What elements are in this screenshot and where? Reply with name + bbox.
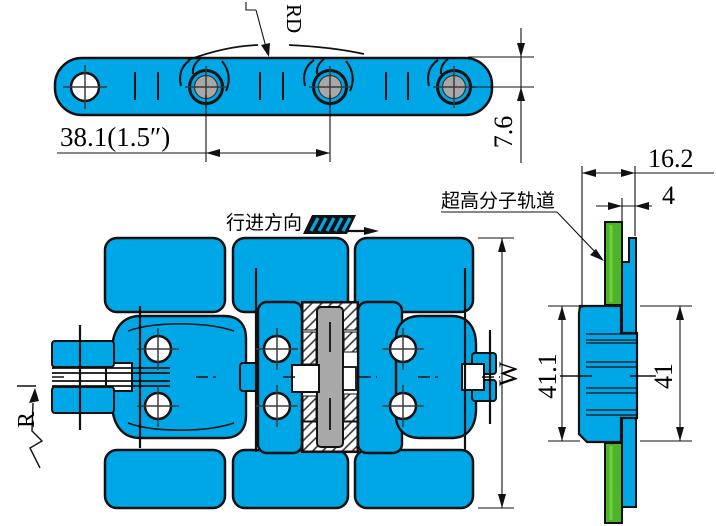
hinge-links (51, 268, 497, 455)
plan-view: W 行进方向 R (14, 212, 523, 510)
chain-width-label: W (494, 361, 523, 386)
corner-radius-label: R (14, 412, 40, 428)
profile-ridges (586, 333, 636, 416)
uhmw-rail (604, 221, 623, 524)
pin-retainer-clip (291, 364, 320, 393)
dim-chain-width: W (478, 237, 523, 509)
top-plates (103, 236, 475, 314)
dim-crown-radius: RD (245, 2, 306, 57)
plate-thickness-label: 4 (662, 181, 675, 210)
plan-holes (137, 328, 424, 427)
dim-corner-radius: R (14, 385, 44, 469)
bottom-plates (103, 448, 475, 510)
dim-hinge-height-right: 41 (640, 305, 692, 442)
travel-direction: 行进方向 (226, 212, 379, 235)
dim-rail-overall: 16.2 (581, 144, 714, 308)
travel-direction-label: 行进方向 (226, 212, 302, 234)
hinge-height-right-label: 41 (649, 363, 678, 389)
hinge-height-left-label: 41.1 (533, 353, 562, 399)
rail-overall-label: 16.2 (648, 144, 694, 173)
end-view: 超高分子轨道 16.2 (441, 144, 714, 524)
plate-height-label: 7.6 (489, 116, 518, 149)
hinge-pin-holes (63, 65, 475, 109)
plate-tick-marks (134, 72, 409, 100)
rail-note-label: 超高分子轨道 (441, 190, 555, 212)
crown-arc-right (288, 44, 365, 55)
pitch-label: 38.1(1.5″) (60, 122, 170, 152)
rail-note: 超高分子轨道 (441, 190, 604, 261)
dim-pitch: 38.1(1.5″) (57, 95, 331, 162)
pin-section (291, 300, 360, 454)
dim-plate-thickness: 4 (596, 181, 675, 258)
link-overlap-curves (179, 58, 449, 92)
dim-plate-height: 7.6 (468, 28, 534, 163)
side-elevation-view: RD 38.1(1.5″) 7.6 (53, 2, 534, 163)
centerline-ticks (78, 268, 492, 452)
crown-arc-left (187, 44, 259, 61)
tail-fingers (51, 340, 170, 414)
chain-side-body (53, 56, 494, 117)
dim-hinge-height-left: 41.1 (533, 305, 580, 442)
crown-radius-label: RD (282, 4, 306, 33)
